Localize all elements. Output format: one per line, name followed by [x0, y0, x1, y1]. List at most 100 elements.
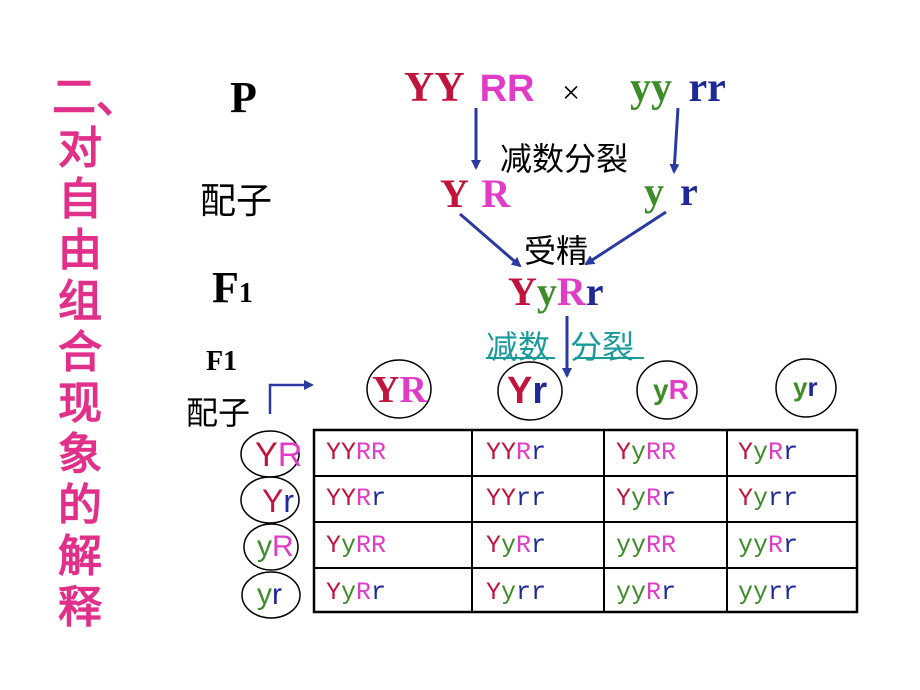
allele-letter: r [531, 578, 547, 607]
allele-letter: y [753, 578, 769, 607]
allele-letter: Y [738, 484, 754, 513]
label-f1-gametes-line1: F1 [206, 346, 238, 377]
row-gamete-circle [243, 523, 299, 571]
allele-letter: R [661, 531, 677, 560]
allele-letter: Y [262, 483, 284, 519]
allele-letter: Y [486, 578, 502, 607]
punnett-cell: yyRr [616, 578, 676, 607]
gamete-1-y: Y [440, 171, 468, 216]
column-gamete: yr [793, 372, 818, 403]
allele-letter: R [516, 531, 532, 560]
allele-letter: y [631, 578, 647, 607]
allele-letter: y [616, 578, 632, 607]
punnett-cell: YYRr [326, 484, 386, 513]
punnett-cell: Yyrr [486, 578, 546, 607]
allele-letter: Y [501, 438, 517, 467]
allele-letter: r [371, 484, 387, 513]
allele-letter: r [531, 531, 547, 560]
allele-letter: r [516, 484, 532, 513]
row-gamete: Yr [262, 483, 294, 520]
arrow-gamete1-to-f1 [459, 212, 522, 268]
allele-letter: Y [341, 484, 357, 513]
allele-letter: y [257, 578, 272, 611]
parent-1: YY RR [404, 64, 535, 112]
allele-letter: R [661, 438, 677, 467]
punnett-cell: YyRr [326, 578, 386, 607]
label-f1-main: F [212, 263, 239, 312]
punnett-cell: YyRr [616, 484, 676, 513]
punnett-cell: YYRR [326, 438, 386, 467]
punnett-cell: YYRr [486, 438, 546, 467]
label-f1-sub: 1 [238, 278, 253, 309]
corner-arrow [268, 380, 314, 414]
allele-letter: r [531, 438, 547, 467]
allele-letter: Y [372, 369, 400, 411]
allele-letter: y [257, 530, 272, 563]
allele-letter: r [516, 578, 532, 607]
row-gamete-circle [241, 571, 301, 619]
allele-letter: y [753, 438, 769, 467]
allele-letter: y [501, 578, 517, 607]
allele-letter: r [531, 484, 547, 513]
row-gamete: yr [257, 578, 282, 612]
arrow-p2-to-gamete [669, 107, 680, 174]
allele-letter: R [371, 438, 387, 467]
allele-letter: R [272, 530, 294, 563]
allele-letter: Y [326, 484, 342, 513]
parent-2: yy rr [630, 64, 726, 112]
allele-letter: y [653, 374, 669, 405]
parent-2-y-genes: yy [630, 65, 672, 111]
gamete-1-r: R [481, 171, 511, 216]
allele-letter: y [753, 531, 769, 560]
label-gametes: 配子 [200, 181, 273, 222]
allele-letter: r [783, 578, 799, 607]
f1-genotype: YyRr [508, 268, 604, 315]
allele-letter: Y [326, 438, 342, 467]
gamete-2-r: r [680, 169, 698, 214]
allele-letter: r [661, 578, 677, 607]
step-fertilization: 受精 [524, 232, 589, 270]
allele-letter: y [616, 531, 632, 560]
allele-letter: Y [486, 531, 502, 560]
allele-letter: Y [501, 484, 517, 513]
allele-letter: R [768, 438, 784, 467]
punnett-cell: yyrr [738, 578, 798, 607]
allele-letter: y [738, 531, 754, 560]
allele-letter: R [277, 436, 303, 474]
allele-letter: R [399, 369, 427, 411]
allele-letter: R [668, 374, 689, 405]
allele-letter: R [356, 578, 372, 607]
allele-letter: R [646, 531, 662, 560]
punnett-cell: YyRR [326, 531, 386, 560]
column-gamete: YR [372, 368, 427, 412]
allele-letter: y [341, 531, 357, 560]
punnett-grid [312, 428, 859, 614]
allele-letter: Y [616, 484, 632, 513]
allele-letter: y [536, 269, 557, 314]
allele-letter: Y [507, 370, 533, 412]
allele-letter: R [646, 484, 662, 513]
step-meiosis: 减数分裂 [500, 140, 629, 178]
col-gamete-circle [497, 361, 563, 421]
punnett-cell: Yyrr [738, 484, 798, 513]
parent-1-y-genes: YY [404, 65, 464, 111]
allele-letter: Y [616, 438, 632, 467]
allele-letter: R [516, 438, 532, 467]
allele-letter: R [371, 531, 387, 560]
allele-letter: Y [508, 269, 537, 314]
label-p: P [230, 73, 257, 122]
allele-letter: r [768, 578, 784, 607]
gamete-2: y r [644, 168, 698, 215]
label-f1: F1 [212, 262, 253, 313]
label-f1-gametes-line2: 配子 [186, 394, 251, 432]
allele-letter: y [793, 372, 808, 402]
allele-letter: r [532, 370, 548, 412]
punnett-cell: YYrr [486, 484, 546, 513]
gamete-2-y: y [644, 169, 664, 214]
gamete-1: Y R [440, 170, 510, 217]
allele-letter: R [768, 531, 784, 560]
step-meiosis-underlined-1: 减数 [486, 328, 551, 366]
allele-letter: r [783, 438, 799, 467]
punnett-cell: yyRR [616, 531, 676, 560]
